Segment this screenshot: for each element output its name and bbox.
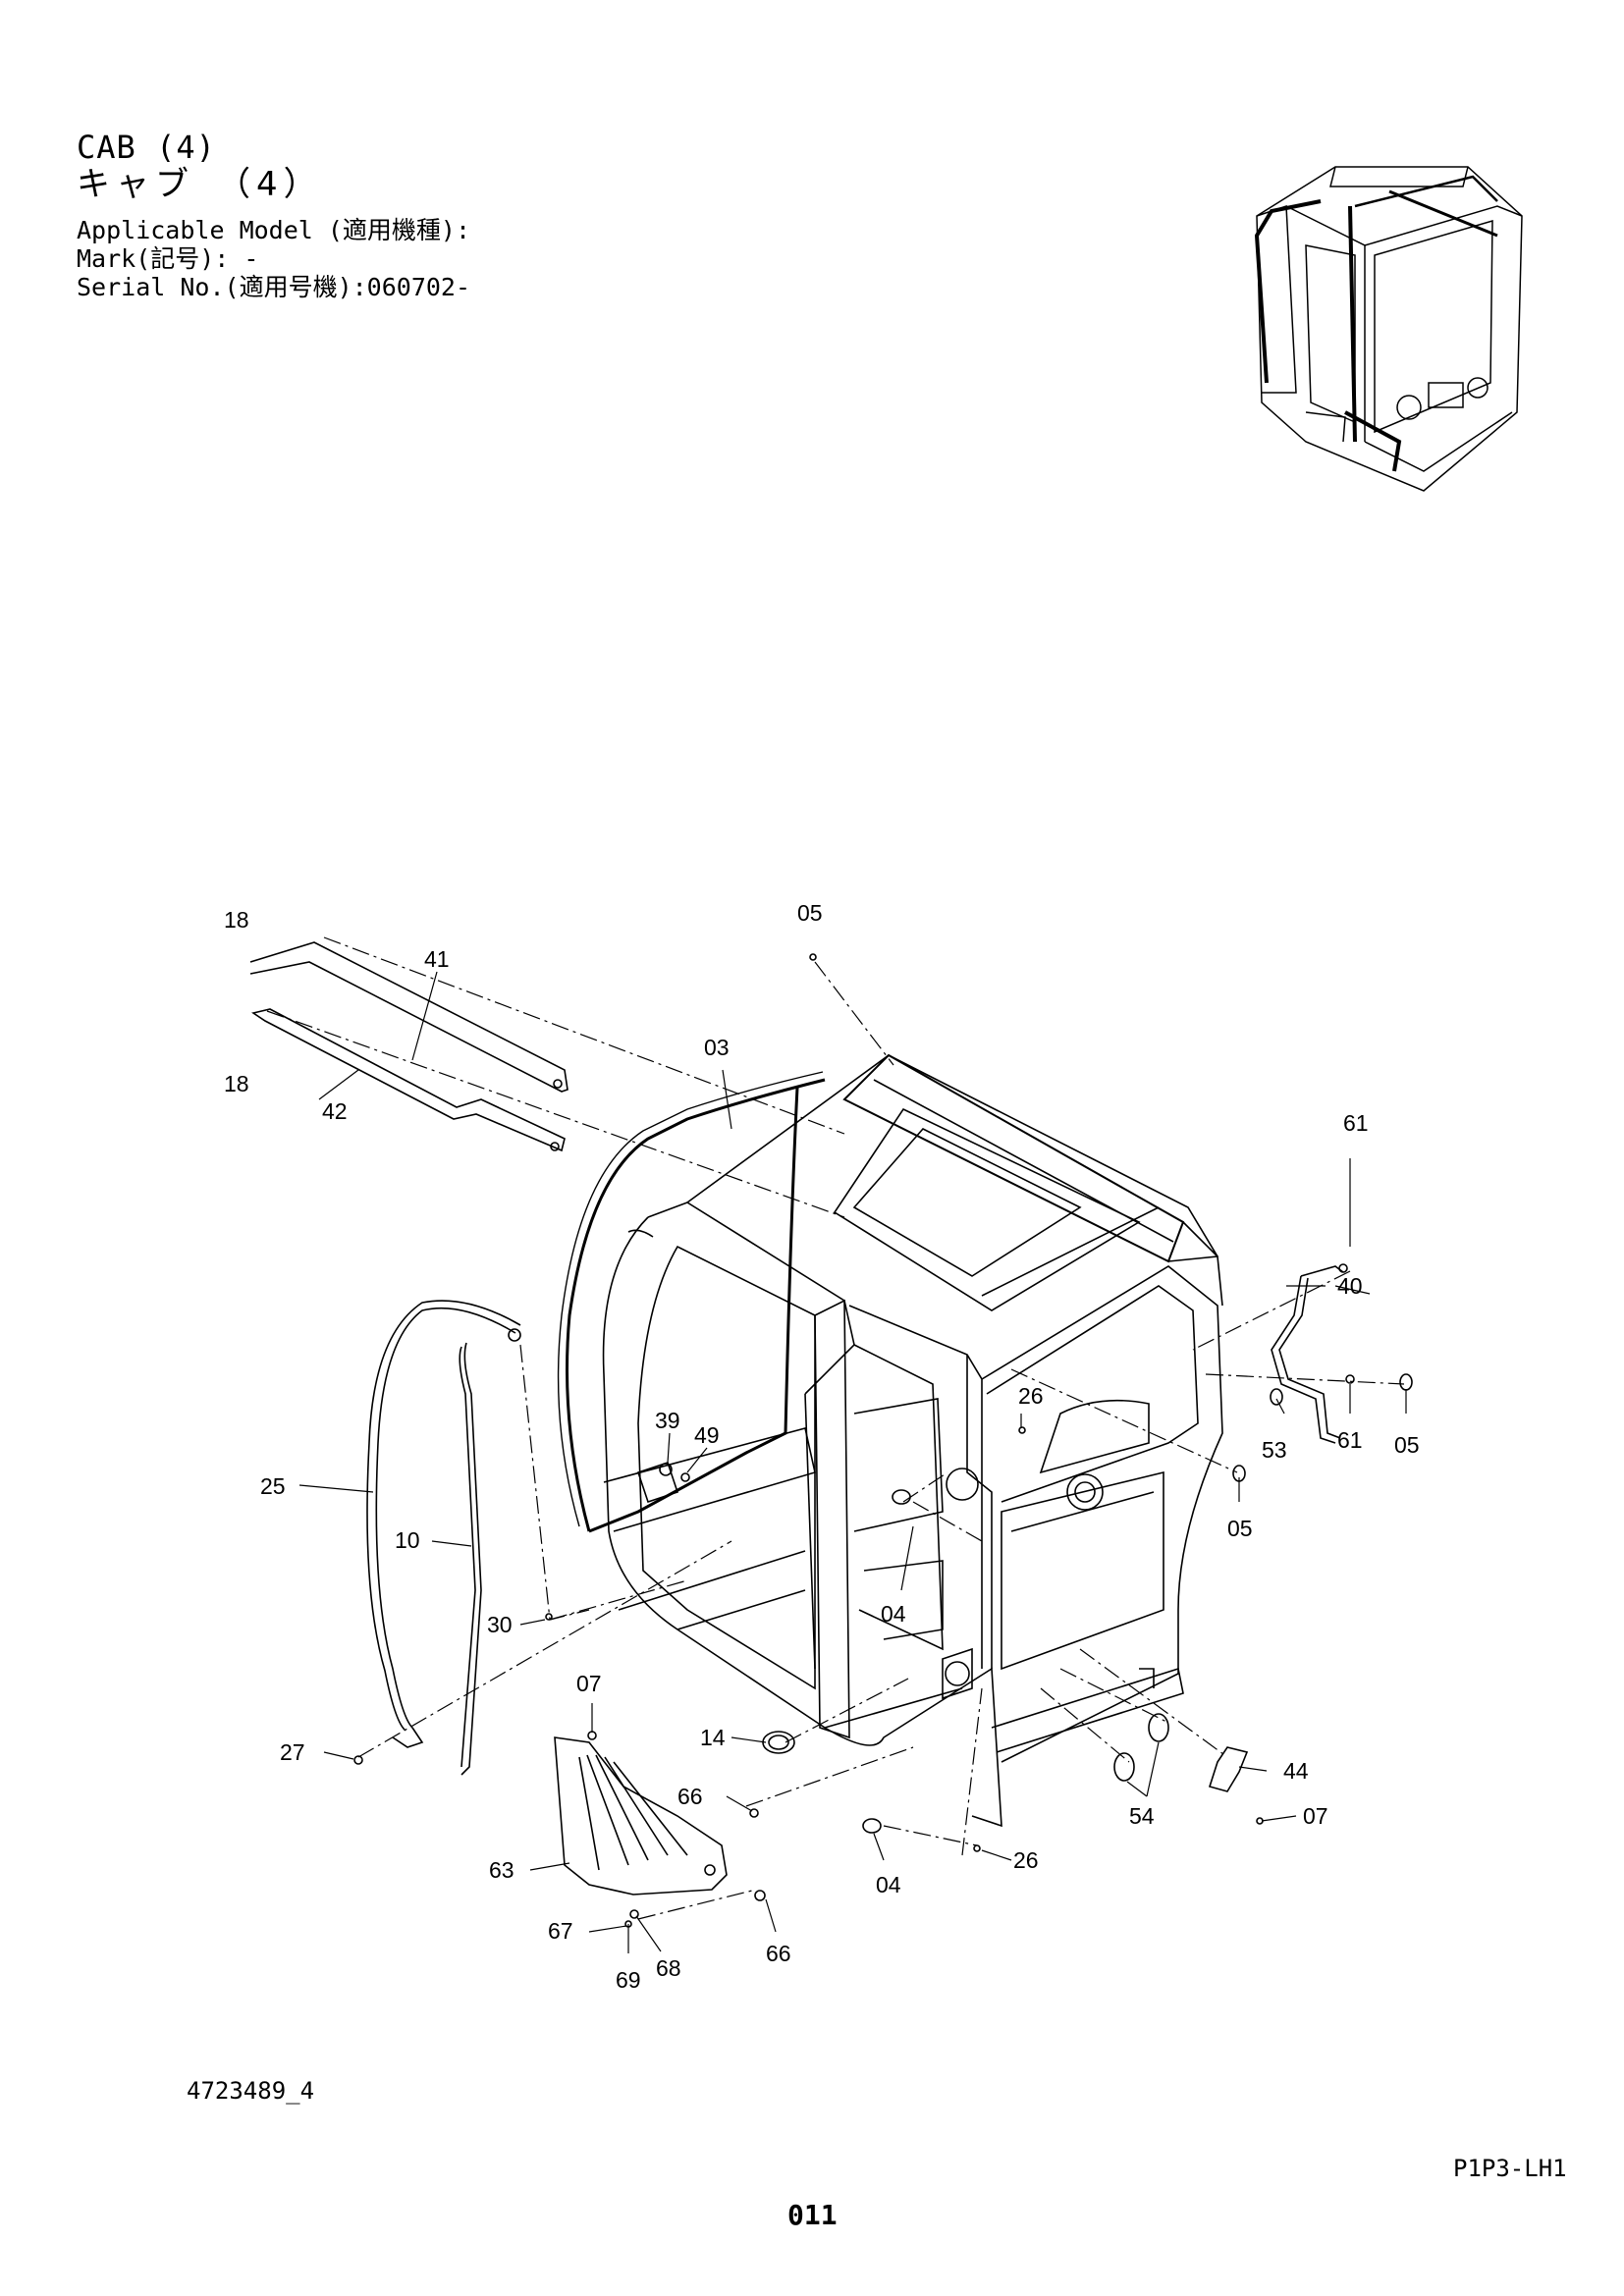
callout-04a: 04	[881, 1601, 906, 1627]
page-header: CAB (4) キャブ （4） Applicable Model (適用機種):…	[77, 130, 470, 301]
callout-03: 03	[704, 1035, 730, 1060]
title-en: CAB (4)	[77, 129, 216, 166]
callout-68: 68	[656, 1955, 681, 1981]
callout-05b: 05	[1394, 1432, 1420, 1458]
roof-bars	[249, 941, 568, 1152]
mark: Mark(記号): -	[77, 244, 259, 273]
callout-66b: 66	[766, 1941, 791, 1966]
applicability-info: Applicable Model (適用機種): Mark(記号): - Ser…	[77, 216, 470, 301]
callout-07a: 07	[576, 1671, 602, 1696]
callout-25: 25	[260, 1473, 286, 1499]
assembly-lines	[266, 936, 1405, 1920]
callout-67: 67	[548, 1918, 573, 1944]
side-cover	[554, 1736, 728, 1896]
serial-no: Serial No.(適用号機):060702-	[77, 273, 471, 301]
callout-39: 39	[655, 1408, 680, 1433]
applicable-model: Applicable Model (適用機種):	[77, 216, 471, 244]
callout-27: 27	[280, 1739, 305, 1765]
callout-69: 69	[616, 1967, 641, 1993]
door-seal	[557, 1071, 826, 1533]
callout-66a: 66	[677, 1784, 703, 1809]
callout-14: 14	[700, 1725, 726, 1750]
callout-44: 44	[1283, 1758, 1309, 1784]
callout-61b: 61	[1337, 1427, 1363, 1453]
callout-54: 54	[1129, 1803, 1155, 1829]
leader-lines	[298, 971, 1407, 1953]
callout-30: 30	[487, 1612, 513, 1637]
callout-05a: 05	[797, 900, 823, 926]
callouts: 18 41 18 42 05 03 61 40 61 05 53 26 39 4…	[224, 900, 1420, 1993]
page-number: 011	[787, 2199, 838, 2231]
callout-10: 10	[395, 1527, 420, 1553]
title-jp: キャブ （4）	[77, 165, 323, 204]
callout-05c: 05	[1227, 1516, 1253, 1541]
callout-18a: 18	[224, 907, 249, 933]
callout-49: 49	[694, 1422, 720, 1448]
cab-thumbnail	[1254, 166, 1523, 492]
callout-63: 63	[489, 1857, 514, 1883]
callout-40: 40	[1337, 1273, 1363, 1299]
bracket-40	[1271, 1265, 1344, 1444]
handrails	[366, 1300, 521, 1776]
callout-26b: 26	[1013, 1847, 1039, 1873]
callout-04b: 04	[876, 1872, 901, 1897]
callout-26a: 26	[1018, 1383, 1044, 1409]
callout-07b: 07	[1303, 1803, 1328, 1829]
callout-42: 42	[322, 1098, 348, 1124]
page-code: P1P3-LH1	[1453, 2155, 1567, 2182]
drawing-number: 4723489_4	[187, 2077, 315, 2105]
callout-18b: 18	[224, 1071, 249, 1096]
callout-41: 41	[424, 946, 450, 972]
callout-61a: 61	[1343, 1110, 1369, 1136]
small-parts	[353, 953, 1413, 1928]
cab-frame	[602, 1053, 1223, 1828]
callout-53: 53	[1262, 1437, 1287, 1463]
